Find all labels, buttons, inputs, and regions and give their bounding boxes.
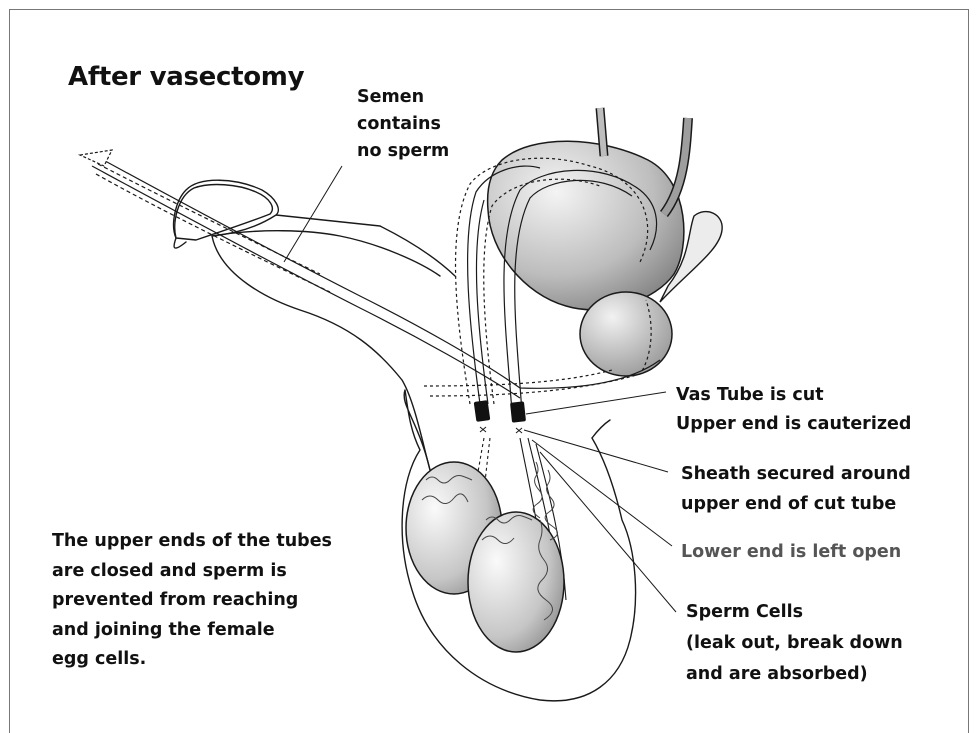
explanation-line: and joining the female bbox=[52, 616, 332, 646]
cut-mark-right bbox=[516, 428, 522, 433]
label-vas-cut-line: Vas Tube is cut bbox=[676, 381, 911, 410]
label-sheath-line: Sheath secured around bbox=[681, 459, 911, 489]
label-sheath-line: upper end of cut tube bbox=[681, 489, 911, 519]
explanation-text: The upper ends of the tubes are closed a… bbox=[52, 527, 332, 675]
penis-outline bbox=[174, 180, 455, 470]
cauterized-end-left bbox=[474, 400, 491, 422]
arrow-head bbox=[80, 150, 112, 166]
label-sperm-cells-line: (leak out, break down bbox=[686, 628, 903, 659]
label-lower-end: Lower end is left open bbox=[681, 539, 901, 566]
penis-lower-line bbox=[212, 231, 440, 276]
explanation-line: prevented from reaching bbox=[52, 586, 332, 616]
label-vas-cut: Vas Tube is cut Upper end is cauterized bbox=[676, 381, 911, 439]
label-semen-line: no sperm bbox=[357, 138, 449, 165]
label-sheath: Sheath secured around upper end of cut t… bbox=[681, 459, 911, 519]
explanation-line: egg cells. bbox=[52, 645, 332, 675]
scrotum-right-line bbox=[592, 420, 610, 438]
explanation-line: The upper ends of the tubes bbox=[52, 527, 332, 557]
vas-tube-left-2 bbox=[476, 200, 488, 404]
leader-vas-cut bbox=[526, 392, 666, 414]
diagram-title: After vasectomy bbox=[68, 62, 304, 92]
label-sperm-cells-line: Sperm Cells bbox=[686, 597, 903, 628]
explanation-line: are closed and sperm is bbox=[52, 557, 332, 587]
testis-right bbox=[468, 512, 564, 652]
label-sperm-cells: Sperm Cells (leak out, break down and ar… bbox=[686, 597, 903, 690]
label-semen: Semen contains no sperm bbox=[357, 84, 449, 165]
leader-semen bbox=[284, 166, 342, 262]
label-semen-line: contains bbox=[357, 111, 449, 138]
prostate bbox=[580, 292, 672, 376]
vas-dashed-4 bbox=[424, 370, 612, 386]
label-sperm-cells-line: and are absorbed) bbox=[686, 659, 903, 690]
cut-mark-left bbox=[480, 427, 486, 432]
leader-sheath bbox=[524, 430, 668, 472]
ureter-left-fill bbox=[600, 108, 604, 156]
cauterized-end-right bbox=[510, 401, 526, 422]
label-semen-line: Semen bbox=[357, 84, 449, 111]
label-vas-cut-line: Upper end is cauterized bbox=[676, 410, 911, 439]
